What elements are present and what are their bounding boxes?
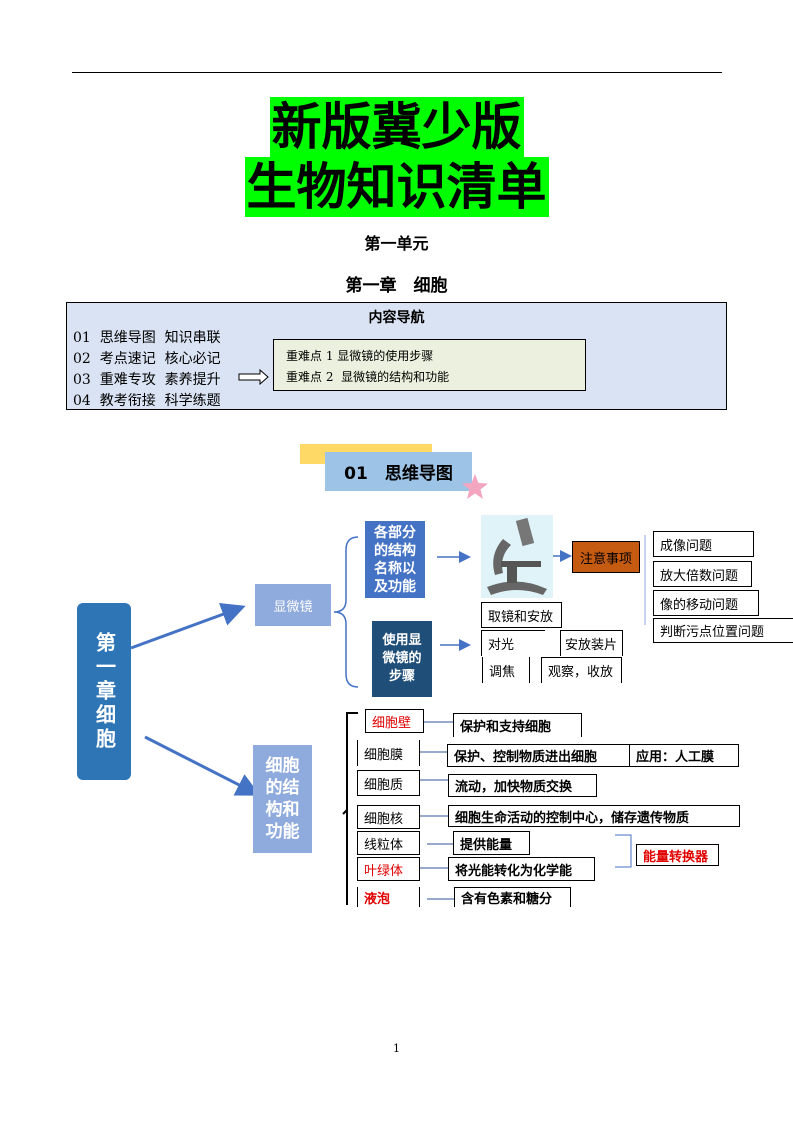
step-item: 调焦 xyxy=(482,657,530,683)
cell-structure-node: 细胞的结构和功能 xyxy=(253,745,312,853)
structure-desc: 提供能量 xyxy=(453,831,530,855)
structure-name: 细胞膜 xyxy=(357,740,420,766)
structure-desc: 保护和支持细胞 xyxy=(453,713,582,737)
header-rule xyxy=(72,72,722,73)
issue-item: 像的移动问题 xyxy=(653,590,759,616)
structure-extra: 应用：人工膜 xyxy=(629,744,739,767)
section-title: 01 思维导图 xyxy=(325,452,472,491)
usage-node: 使用显微镜的步骤 xyxy=(372,621,432,697)
issue-item: 放大倍数问题 xyxy=(653,561,752,587)
title-line-1: 新版冀少版 xyxy=(269,97,524,157)
nav-item[interactable]: 04 教考衔接 科学练题 xyxy=(73,393,221,409)
structure-desc: 将光能转化为化学能 xyxy=(448,857,595,881)
nav-title: 内容导航 xyxy=(368,310,425,326)
focus-item: 重难点 1 显微镜的使用步骤 xyxy=(286,349,434,363)
energy-converter-label: 能量转换器 xyxy=(636,844,719,866)
star-icon xyxy=(462,474,488,499)
step-item: 观察，收放 xyxy=(541,657,622,683)
focus-item: 重难点 2 显微镜的结构和功能 xyxy=(286,370,450,384)
notes-node: 注意事项 xyxy=(572,541,640,573)
step-item: 安放装片 xyxy=(560,630,623,656)
root-node: 第一章细胞 xyxy=(77,603,131,780)
chapter-heading: 第一章 细胞 xyxy=(345,276,448,296)
focus-box: 重难点 1 显微镜的使用步骤 重难点 2 显微镜的结构和功能 xyxy=(273,339,586,391)
microscope-node: 显微镜 xyxy=(255,584,331,626)
issue-item: 成像问题 xyxy=(653,531,754,557)
step-item: 对光 xyxy=(481,630,545,656)
nav-item[interactable]: 02 考点速记 核心必记 xyxy=(73,351,221,367)
nav-item[interactable]: 01 思维导图 知识串联 xyxy=(73,330,221,346)
structure-name: 叶绿体 xyxy=(357,857,420,881)
structure-name: 细胞壁 xyxy=(365,709,424,733)
structure-name: 细胞核 xyxy=(357,805,420,829)
structure-name: 线粒体 xyxy=(357,831,420,855)
structure-desc: 含有色素和糖分 xyxy=(454,887,571,907)
arrow-right-icon xyxy=(238,369,269,385)
microscope-icon xyxy=(481,515,553,598)
page-number: 1 xyxy=(393,1042,400,1055)
unit-heading: 第一单元 xyxy=(364,234,429,253)
parts-node: 各部分的结构名称以及功能 xyxy=(365,521,425,598)
structure-desc: 流动，加快物质交换 xyxy=(448,774,597,797)
structure-name: 细胞质 xyxy=(357,770,420,796)
content-nav: 内容导航 01 思维导图 知识串联 02 考点速记 核心必记 03 重难专攻 素… xyxy=(66,302,727,410)
structure-desc: 保护、控制物质进出细胞 xyxy=(447,744,630,767)
structure-desc: 细胞生命活动的控制中心，储存遗传物质 xyxy=(448,805,740,827)
title-line-2: 生物知识清单 xyxy=(244,157,549,217)
nav-item[interactable]: 03 重难专攻 素养提升 xyxy=(73,372,221,388)
step-item: 取镜和安放 xyxy=(481,602,562,628)
issue-item: 判断污点位置问题 xyxy=(653,618,793,643)
structure-name: 液泡 xyxy=(357,887,420,907)
